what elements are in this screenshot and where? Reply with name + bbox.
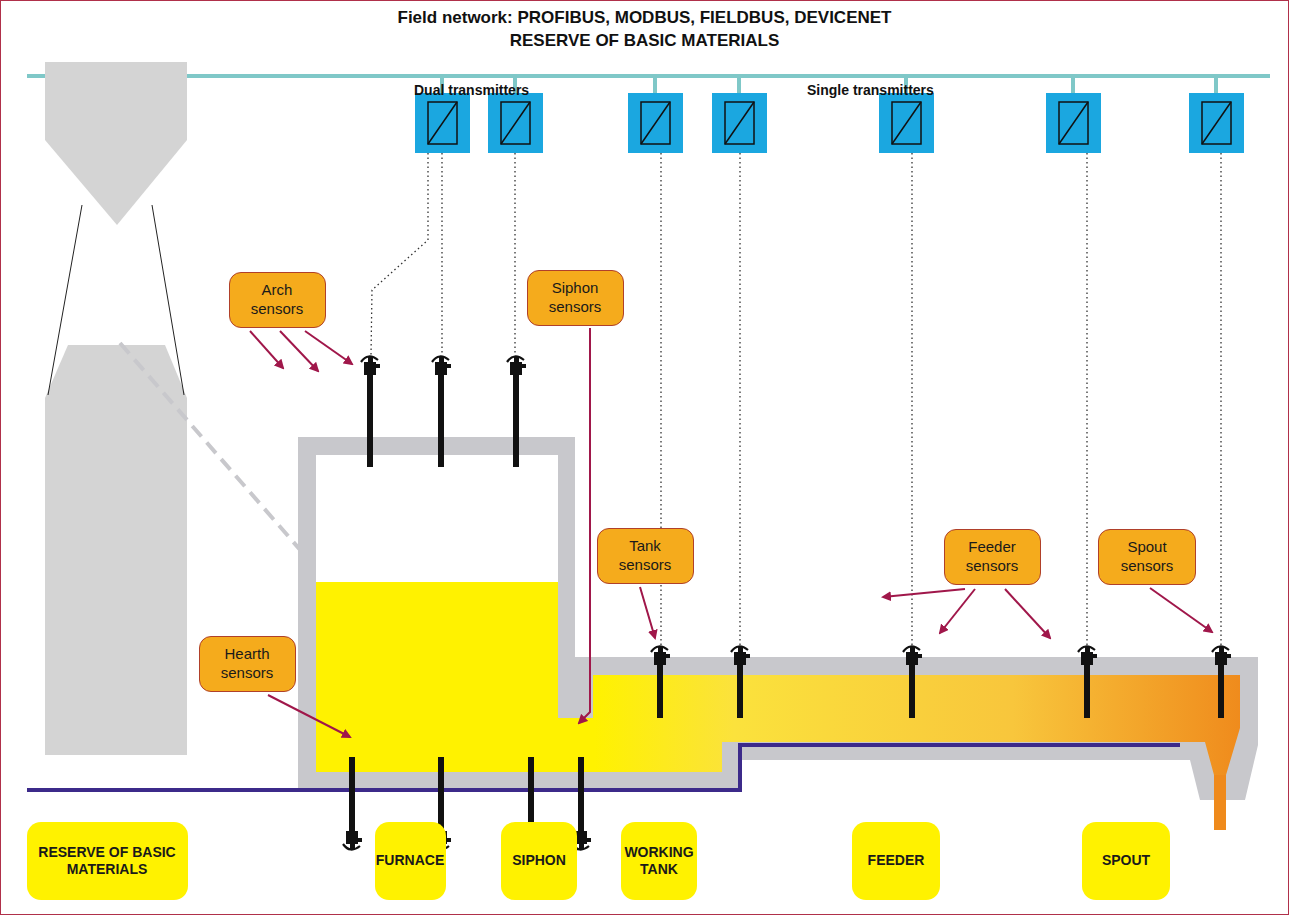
title-line: RESERVE OF BASIC MATERIALS	[0, 31, 1289, 51]
node-text: FURNACE	[376, 852, 444, 870]
node-text: RESERVE OF BASIC MATERIALS	[32, 844, 183, 879]
node-text: Siphon sensors	[538, 279, 613, 317]
node-text: FEEDER	[868, 852, 925, 870]
sensor-callout: Spout sensors	[1098, 529, 1196, 585]
sensor-callout: Siphon sensors	[527, 270, 624, 326]
section-label: SIPHON	[501, 822, 577, 900]
node-text: Tank sensors	[608, 537, 683, 575]
sensor-callout: Tank sensors	[597, 528, 694, 584]
section-label: RESERVE OF BASIC MATERIALS	[27, 822, 188, 900]
node-text: Feeder sensors	[955, 538, 1030, 576]
section-label: FEEDER	[852, 822, 940, 900]
group-label: Single transmitters	[807, 82, 934, 98]
section-label: FURNACE	[375, 822, 446, 900]
node-text: Hearth sensors	[210, 645, 285, 683]
node-text: SPOUT	[1102, 852, 1150, 870]
section-label: WORKING TANK	[621, 822, 697, 900]
section-label: SPOUT	[1082, 822, 1170, 900]
diagram-title: Field network: PROFIBUS, MODBUS, FIELDBU…	[0, 8, 1289, 28]
node-text: Spout sensors	[1109, 538, 1185, 576]
node-text: Arch sensors	[240, 281, 315, 319]
sensor-callout: Feeder sensors	[944, 529, 1041, 585]
node-text: WORKING TANK	[624, 844, 693, 879]
node-text: SIPHON	[512, 852, 566, 870]
sensor-callout: Hearth sensors	[199, 636, 296, 692]
sensor-callout: Arch sensors	[229, 272, 326, 328]
group-label: Dual transmitters	[414, 82, 529, 98]
